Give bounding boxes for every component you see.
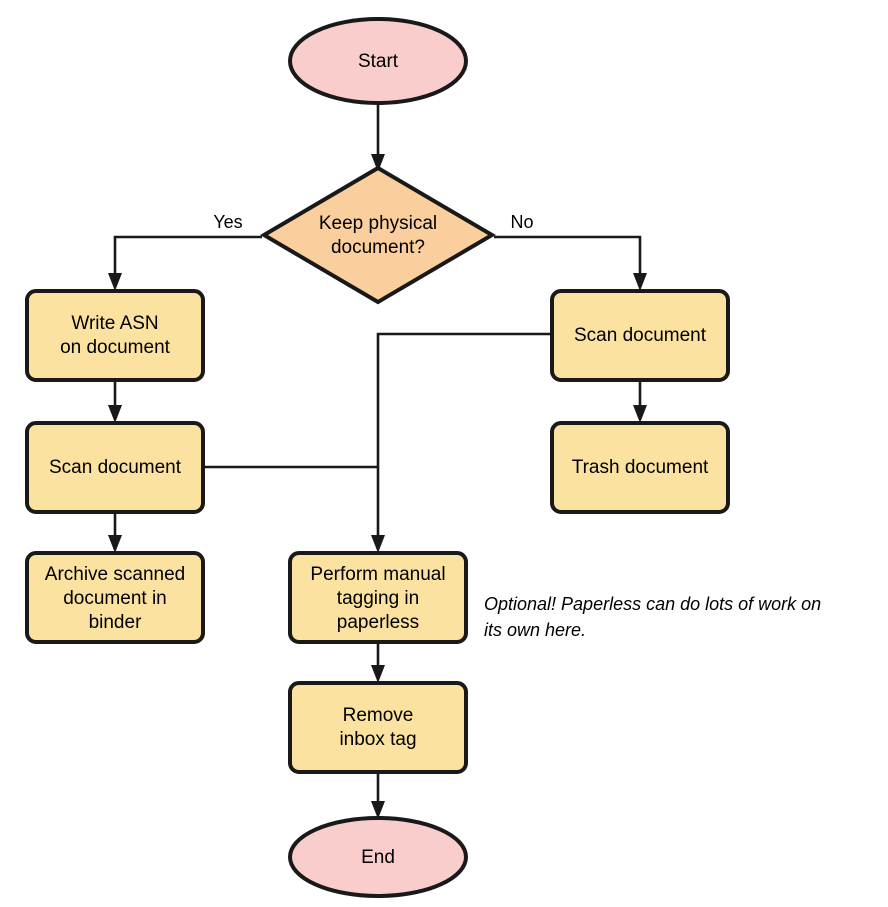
node-archive-binder[interactable]: Archive scanned document in binder — [25, 551, 205, 644]
archive-binder-label-line3: binder — [89, 612, 142, 633]
archive-binder-box-shape — [25, 551, 205, 644]
trash-document-label: Trash document — [572, 457, 709, 478]
arrowhead-decision-to-write-asn — [108, 273, 122, 291]
edge-scan-right-to-manual-tag — [376, 332, 552, 543]
write-asn-label-line2: on document — [60, 337, 171, 358]
arrowhead-manual-tag-to-remove-inbox — [371, 665, 385, 683]
write-asn-box-shape — [25, 289, 205, 382]
scan-document-right-label: Scan document — [574, 325, 707, 346]
archive-binder-label-line1: Archive scanned — [45, 564, 185, 585]
edge-label-no: No — [510, 212, 533, 232]
end-label: End — [361, 847, 395, 868]
arrowhead-scan-right-to-trash — [633, 405, 647, 423]
optional-note-line2: its own here. — [484, 620, 586, 640]
connectors-layer — [108, 103, 647, 819]
remove-inbox-tag-box-shape — [288, 681, 468, 774]
node-trash-document[interactable]: Trash document — [550, 421, 730, 514]
remove-inbox-tag-label-line1: Remove — [343, 705, 414, 726]
scan-document-left-box-shape — [25, 421, 205, 514]
remove-inbox-tag-label-line2: inbox tag — [339, 729, 416, 750]
manual-tagging-label-line2: tagging in — [337, 588, 419, 609]
decision-diamond-shape — [260, 165, 496, 305]
arrowhead-start-to-decision — [371, 154, 385, 172]
optional-note-line1: Optional! Paperless can do lots of work … — [484, 594, 821, 614]
node-remove-inbox-tag[interactable]: Remove inbox tag — [288, 681, 468, 774]
start-ellipse-shape — [288, 17, 468, 105]
edge-decision-to-scan-right — [494, 235, 642, 281]
node-scan-document-right[interactable]: Scan document — [550, 289, 730, 382]
trash-document-box-shape — [550, 421, 730, 514]
edge-decision-to-write-asn — [113, 235, 262, 281]
scan-document-right-box-shape — [550, 289, 730, 382]
arrowhead-remove-inbox-to-end — [371, 801, 385, 819]
arrowhead-write-asn-to-scan-left — [108, 405, 122, 423]
decision-label-line2: document? — [331, 237, 425, 258]
manual-tagging-box-shape — [288, 551, 468, 644]
node-manual-tagging[interactable]: Perform manual tagging in paperless — [288, 551, 468, 644]
arrowhead-scan-right-to-manual-tag — [371, 535, 385, 553]
node-write-asn[interactable]: Write ASN on document — [25, 289, 205, 382]
manual-tagging-label-line3: paperless — [337, 612, 419, 633]
write-asn-label-line1: Write ASN — [71, 313, 158, 334]
archive-binder-label-line2: document in — [63, 588, 167, 609]
node-start[interactable]: Start — [288, 17, 468, 105]
start-label: Start — [358, 51, 399, 72]
edge-label-yes: Yes — [213, 212, 242, 232]
decision-label-line1: Keep physical — [319, 213, 437, 234]
manual-tagging-label-line1: Perform manual — [310, 564, 445, 585]
node-end[interactable]: End — [288, 816, 468, 898]
node-decision[interactable]: Keep physical document? — [260, 165, 496, 305]
end-ellipse-shape — [288, 816, 468, 898]
arrowhead-decision-to-scan-right — [633, 273, 647, 291]
scan-document-left-label: Scan document — [49, 457, 182, 478]
node-scan-document-left[interactable]: Scan document — [25, 421, 205, 514]
optional-note: Optional! Paperless can do lots of work … — [484, 594, 821, 640]
arrowhead-scan-left-to-archive — [108, 535, 122, 553]
